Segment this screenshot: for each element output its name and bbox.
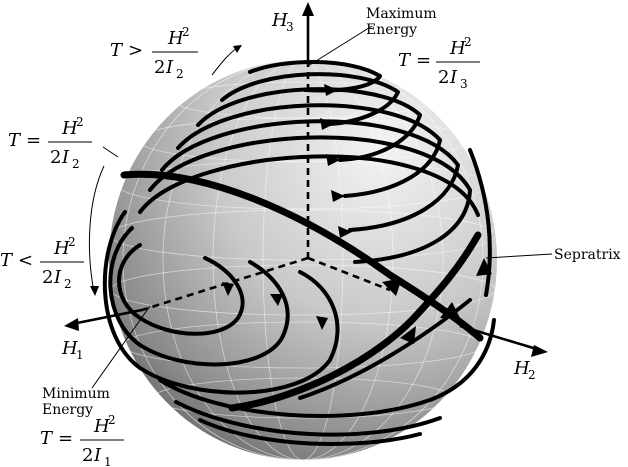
svg-text:2: 2 bbox=[176, 67, 184, 81]
svg-text:=: = bbox=[58, 428, 73, 449]
svg-text:I: I bbox=[449, 67, 458, 88]
leader-lines bbox=[91, 25, 553, 389]
arrowheads bbox=[222, 84, 492, 344]
svg-text:<: < bbox=[18, 250, 33, 271]
svg-text:2: 2 bbox=[42, 267, 53, 288]
svg-text:2: 2 bbox=[438, 67, 449, 88]
trajectories-top bbox=[138, 60, 480, 264]
eq-t-eq-3: T = H 2 2 I 3 bbox=[398, 35, 480, 91]
svg-text:3: 3 bbox=[460, 77, 468, 91]
min-energy-label-1: Minimum bbox=[42, 386, 110, 402]
svg-text:T: T bbox=[398, 50, 412, 71]
svg-text:H: H bbox=[61, 118, 78, 139]
svg-text:2: 2 bbox=[68, 235, 76, 249]
svg-text:2: 2 bbox=[64, 277, 72, 291]
svg-text:2: 2 bbox=[82, 445, 93, 466]
svg-text:H: H bbox=[449, 38, 466, 59]
svg-text:>: > bbox=[128, 40, 143, 61]
max-energy-label-1: Maximum bbox=[366, 6, 437, 22]
trajectories-left bbox=[102, 210, 340, 395]
axis-h2-label: H 2 bbox=[513, 358, 536, 382]
svg-text:I: I bbox=[53, 267, 62, 288]
eq-t-gt-2: T > H 2 2 I 2 bbox=[110, 25, 198, 81]
svg-text:2: 2 bbox=[50, 147, 61, 168]
svg-text:2: 2 bbox=[72, 157, 80, 171]
svg-text:=: = bbox=[416, 50, 431, 71]
svg-text:T: T bbox=[40, 428, 54, 449]
svg-text:T: T bbox=[8, 130, 22, 151]
svg-text:I: I bbox=[93, 445, 102, 466]
svg-text:2: 2 bbox=[182, 25, 190, 39]
axis-h3-sub: 3 bbox=[286, 20, 294, 34]
sepratrix-label: Sepratrix bbox=[554, 247, 621, 263]
svg-text:T: T bbox=[110, 40, 124, 61]
eq-t-eq-2: T = H 2 2 I 2 bbox=[8, 115, 92, 171]
svg-text:H: H bbox=[93, 416, 110, 437]
axis-h2-sub: 2 bbox=[528, 368, 536, 382]
svg-text:H: H bbox=[167, 28, 184, 49]
svg-text:1: 1 bbox=[104, 455, 112, 467]
max-energy-label-2: Energy bbox=[366, 22, 417, 38]
axis-h3-label: H 3 bbox=[271, 10, 294, 34]
axis-h1-sub: 1 bbox=[76, 348, 84, 362]
svg-text:2: 2 bbox=[108, 413, 116, 427]
svg-text:2: 2 bbox=[76, 115, 84, 129]
axis-h3-letter: H bbox=[271, 10, 288, 31]
energy-arrows bbox=[88, 45, 242, 296]
eq-t-eq-1: T = H 2 2 I 1 bbox=[40, 413, 124, 467]
svg-text:2: 2 bbox=[464, 35, 472, 49]
axis-h1-letter: H bbox=[61, 338, 78, 359]
svg-text:I: I bbox=[165, 57, 174, 78]
min-energy-label-2: Energy bbox=[42, 402, 93, 418]
axis-h2-letter: H bbox=[513, 358, 530, 379]
axis-h1-label: H 1 bbox=[61, 338, 84, 362]
eq-t-lt-2: T < H 2 2 I 2 bbox=[0, 235, 84, 291]
svg-text:H: H bbox=[53, 238, 70, 259]
svg-text:2: 2 bbox=[154, 57, 165, 78]
visible-axes bbox=[64, 2, 548, 357]
svg-text:I: I bbox=[61, 147, 70, 168]
svg-text:T: T bbox=[0, 250, 14, 271]
svg-text:=: = bbox=[26, 130, 41, 151]
